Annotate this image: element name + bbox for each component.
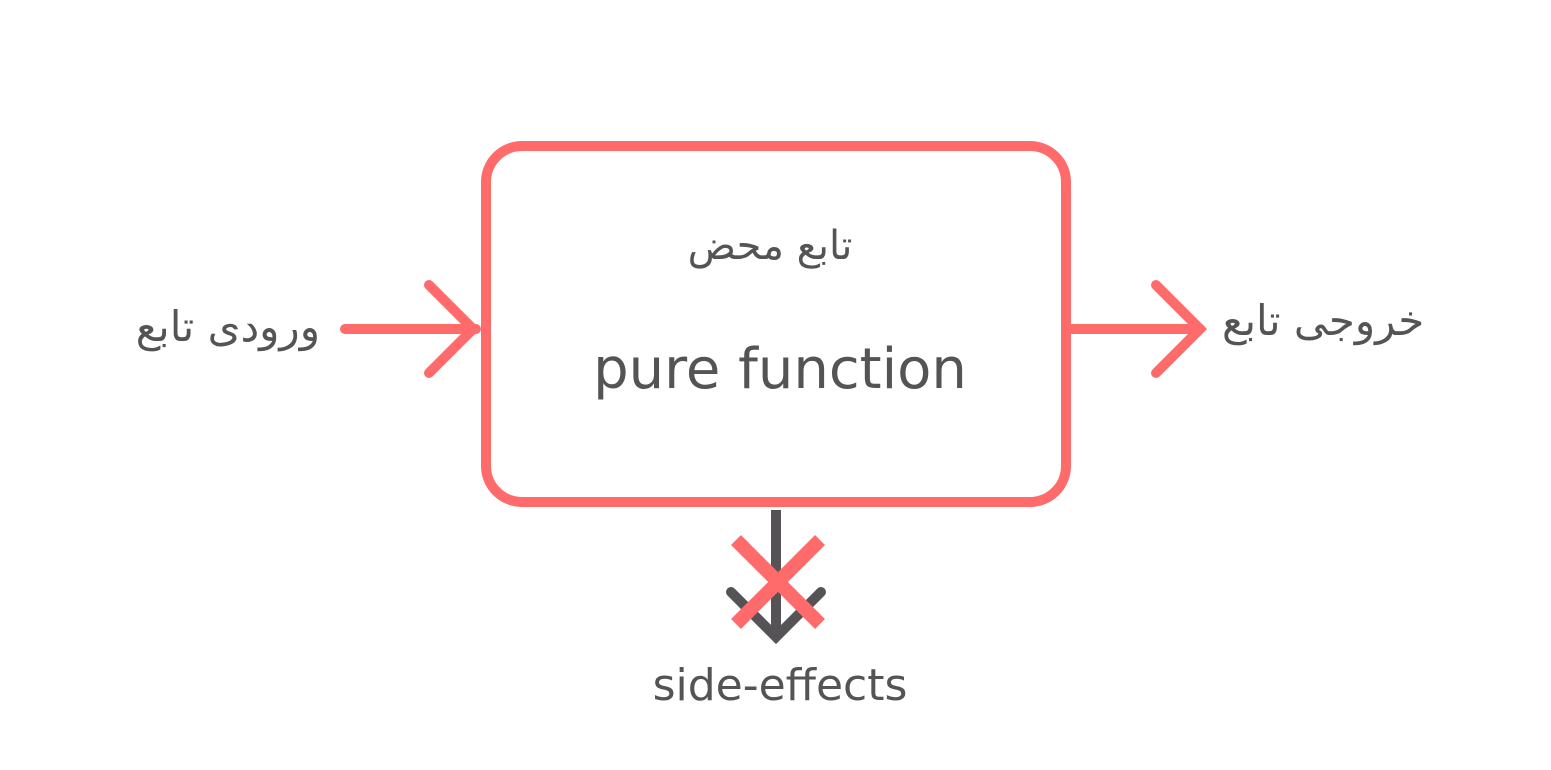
output-label: خروجی تابع (1222, 296, 1425, 345)
box-title-english: pure function (593, 337, 967, 402)
input-arrow (340, 280, 481, 378)
pure-function-box (481, 141, 1071, 507)
blocked-cross-icon (731, 535, 825, 629)
box-title-persian: تابع محض (687, 223, 853, 269)
side-effects-label: side-effects (652, 660, 908, 711)
output-arrow (1067, 280, 1208, 378)
input-label: ورودی تابع (135, 302, 320, 351)
